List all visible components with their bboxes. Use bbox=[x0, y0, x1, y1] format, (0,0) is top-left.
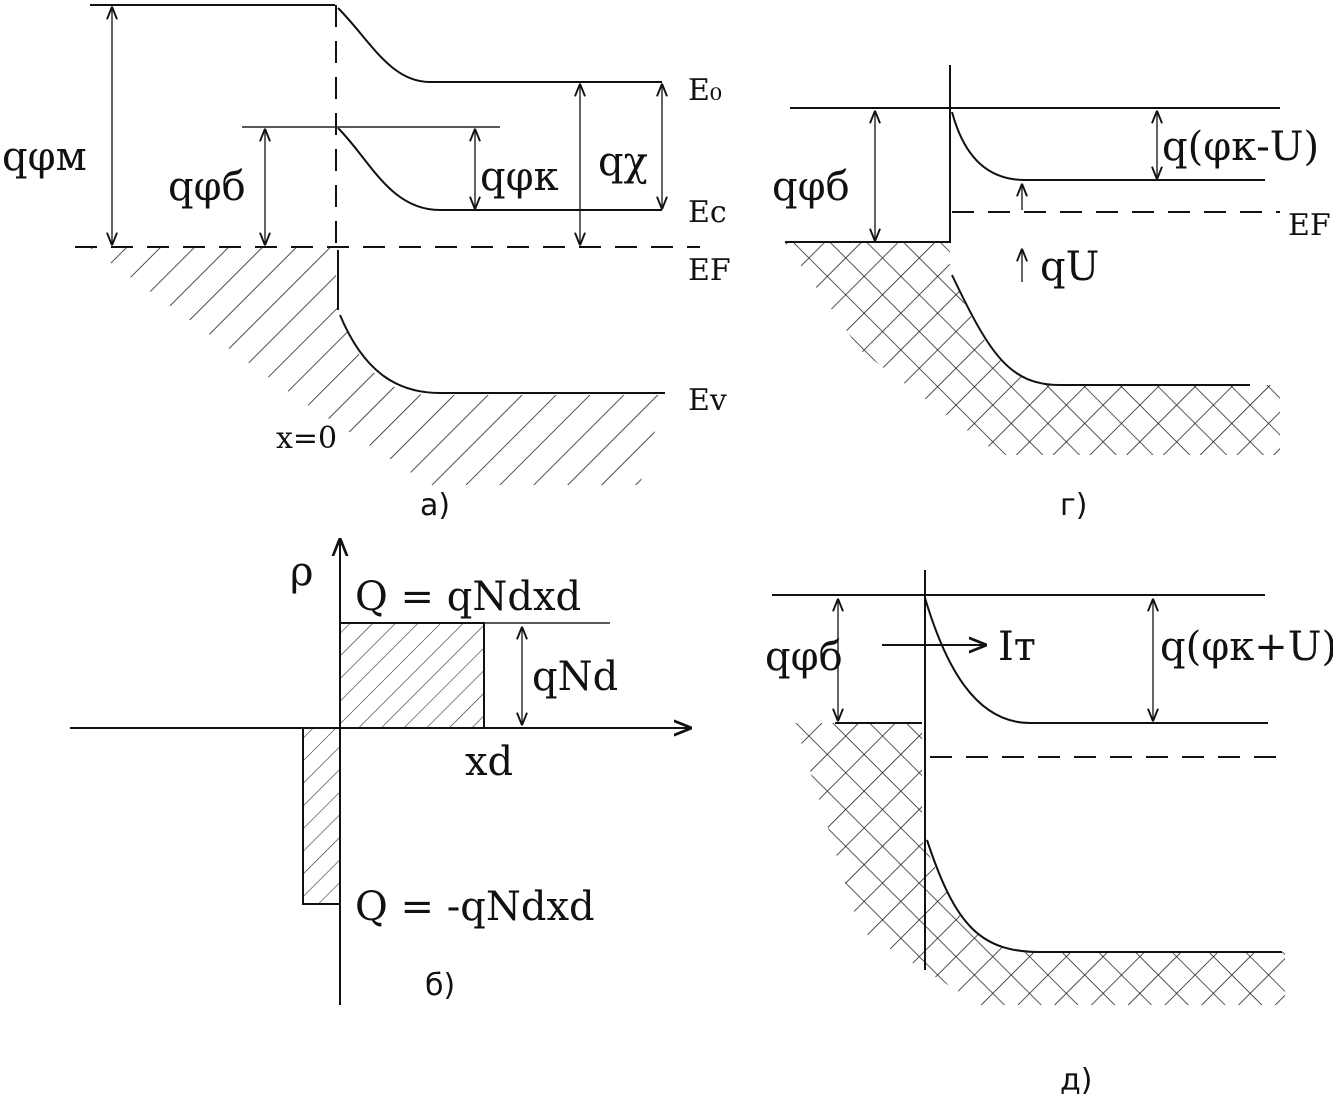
panel-b-label-xd: xd bbox=[465, 739, 513, 785]
panel-a-label-Ec: Ec bbox=[688, 195, 727, 230]
panel-g-label-phi-k-u: q(φк-U) bbox=[1162, 124, 1319, 170]
panel-g-caption: г) bbox=[1060, 488, 1087, 523]
panel-g-label-EF: EF bbox=[1288, 208, 1331, 243]
panel-a-E0-curve bbox=[337, 7, 662, 83]
panel-g-label-phi-b: qφб bbox=[772, 164, 850, 210]
panel-g-Ev-curve bbox=[951, 274, 1250, 386]
panel-d-label-IT: Iт bbox=[998, 624, 1036, 670]
panel-d-label-phi-k-u: q(φк+U) bbox=[1160, 624, 1333, 670]
panel-d-label-phi-b: qφб bbox=[765, 634, 843, 680]
panel-a-label-EF: EF bbox=[688, 253, 731, 288]
panel-a-label-Ev: Ev bbox=[688, 383, 727, 418]
panel-g-hatch bbox=[785, 243, 1280, 455]
panel-b-label-qNd: qNd bbox=[532, 654, 618, 700]
panel-d-caption: д) bbox=[1060, 1063, 1092, 1098]
panel-d-Ec-curve bbox=[924, 597, 1268, 724]
panel-a-label-phi-m: qφм bbox=[2, 134, 87, 180]
panel-a-label-chi: qχ bbox=[598, 139, 648, 185]
panel-b-label-Q-pos: Q = qNdxd bbox=[355, 574, 581, 620]
panel-g-label-qU: qU bbox=[1040, 244, 1099, 290]
panel-d-Ev-curve bbox=[926, 839, 1282, 953]
panel-b: ρ Q = qNdxd qNd xd Q = -qNdxd б) bbox=[70, 540, 690, 1005]
panel-a-label-E0: E₀ bbox=[688, 73, 722, 108]
panel-b-negative-charge bbox=[302, 727, 341, 905]
panel-a-label-phi-k: qφк bbox=[480, 154, 559, 200]
panel-a-label-phi-b: qφб bbox=[168, 164, 246, 210]
panel-a-metal-hatch bbox=[90, 248, 665, 485]
panel-b-label-rho: ρ bbox=[290, 549, 314, 595]
panel-g: qφб q(φк-U) qU EF г) bbox=[772, 65, 1331, 523]
panel-a-Ev-curve bbox=[339, 314, 665, 394]
panel-a-caption: а) bbox=[420, 488, 450, 523]
panel-d-hatch bbox=[795, 723, 1285, 1005]
panel-a-label-x0: x=0 bbox=[276, 421, 337, 456]
panel-b-caption: б) bbox=[425, 968, 455, 1003]
panel-b-label-Q-neg: Q = -qNdxd bbox=[355, 884, 595, 930]
panel-g-Ec-curve bbox=[951, 111, 1265, 181]
panel-a-Ec-curve bbox=[337, 127, 662, 211]
panel-a: qφм qφб qφк qχ E₀ Ec EF Ev x=0 а) bbox=[2, 4, 731, 523]
panel-d: qφб q(φк+U) Iт д) bbox=[765, 570, 1333, 1098]
panel-b-positive-charge bbox=[339, 622, 485, 729]
